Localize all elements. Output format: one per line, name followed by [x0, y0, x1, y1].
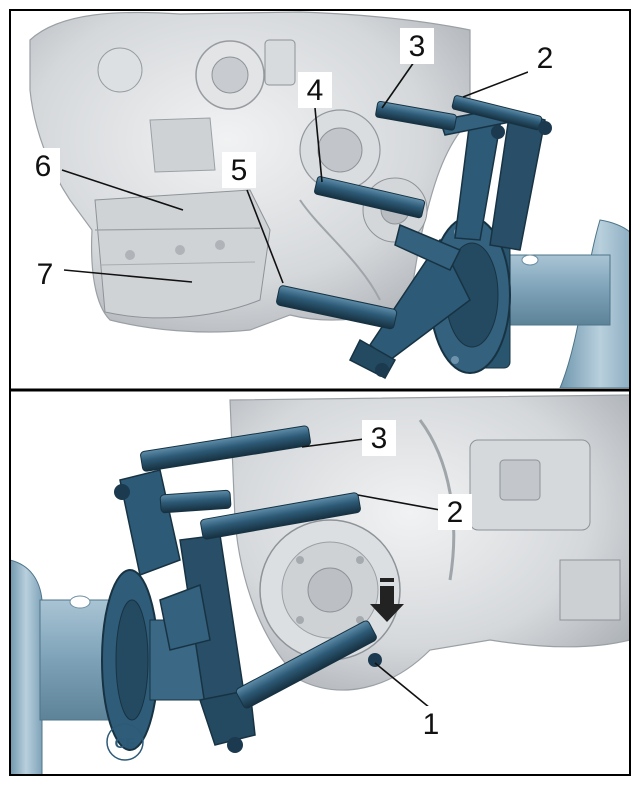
callout-bottom-2: 2 [438, 494, 472, 530]
leader-lines-bottom [301, 437, 441, 709]
leader-lines-top [61, 61, 529, 284]
callouts-bottom: 1 2 3 [362, 420, 472, 742]
callout-top-2-label: 2 [537, 42, 554, 75]
callout-top-3: 3 [400, 28, 434, 64]
callout-top-3-label: 3 [409, 30, 426, 63]
callout-top-7: 7 [28, 256, 62, 292]
callout-bottom-3: 3 [362, 420, 396, 456]
bottom-panel: CE [10, 392, 630, 775]
puller-arms-bottom [119, 469, 256, 746]
callout-bottom-1-label: 1 [423, 708, 440, 741]
callouts-top: 2 3 4 5 6 7 [26, 28, 562, 292]
ce-badge-ring [106, 723, 144, 761]
top-panel: 2 3 4 5 6 7 [10, 10, 630, 388]
callout-top-6-label: 6 [35, 150, 52, 183]
callout-bottom-3-label: 3 [371, 422, 388, 455]
ce-badge-label: CE [115, 735, 136, 752]
puller-rods-top [276, 95, 552, 377]
figure-frame [9, 9, 631, 776]
callout-top-7-label: 7 [37, 258, 54, 291]
callout-bottom-2-label: 2 [447, 496, 464, 529]
push-down-arrow-icon [370, 578, 404, 622]
puller-housing-bottom: CE [10, 559, 211, 775]
puller-rods-bottom [114, 425, 382, 753]
callout-top-5: 5 [222, 152, 256, 188]
callout-top-4-label: 4 [307, 74, 324, 107]
callout-top-2: 2 [528, 40, 562, 76]
callout-top-6: 6 [26, 148, 60, 184]
callout-bottom-1: 1 [414, 706, 448, 742]
callout-top-5-label: 5 [231, 154, 248, 187]
callout-top-4: 4 [298, 72, 332, 108]
